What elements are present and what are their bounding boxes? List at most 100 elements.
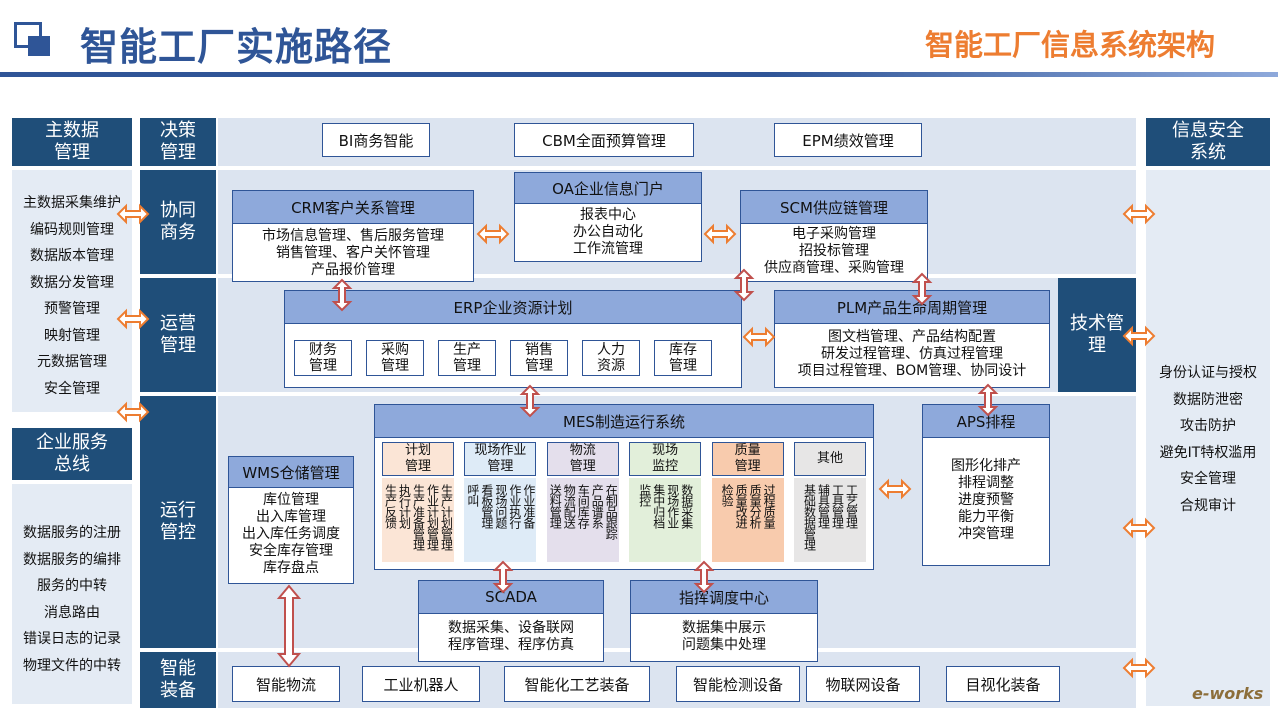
erp-modules: 财务 管理采购 管理生产 管理销售 管理人力 资源库存 管理 <box>294 340 734 376</box>
mes-module-item: 车间库存 <box>576 484 591 528</box>
arrow-plm-aps <box>979 384 997 416</box>
mes-module-body: 在制品跟踪产品谱系车间库存物流配送送料管理 <box>546 478 619 562</box>
erp-module: 财务 管理 <box>294 340 352 376</box>
plm-title: PLM产品生命周期管理 <box>774 290 1050 324</box>
tech-mgmt: 技术管 理 <box>1058 278 1136 392</box>
esb-list: 数据服务的注册 数据服务的编排 服务的中转 消息路由 错误日志的记录 物理文件的… <box>23 525 121 674</box>
logo-icon <box>14 22 54 58</box>
scada-body: 数据采集、设备联网 程序管理、程序仿真 <box>448 620 574 653</box>
mes-module-item: 作业计划管理 <box>425 484 440 550</box>
mes-module-body: 数据采集现场作业集中归档监控 <box>629 478 702 562</box>
mes-module-body: 生产计划管理作业计划管理生产准备管理执行计划生产反馈 <box>382 478 454 562</box>
erp-module: 销售 管理 <box>510 340 568 376</box>
arrow-right-collab <box>1123 205 1155 223</box>
mes-modules: 计划 管理生产计划管理作业计划管理生产准备管理执行计划生产反馈现场作业 管理作业… <box>382 442 866 564</box>
arrow-mes-scada <box>494 561 512 593</box>
equip-inspection: 智能检测设备 <box>676 666 800 702</box>
aps-body: 图形化排产 排程调整 进度预警 能力平衡 冲突管理 <box>951 458 1021 542</box>
mes-module-item: 生产计划管理 <box>439 484 454 550</box>
master-data-list: 主数据采集维护 编码规则管理 数据版本管理 数据分发管理 预警管理 映射管理 元… <box>23 195 121 397</box>
plm-box: PLM产品生命周期管理 图文档管理、产品结构配置 研发过程管理、仿真过程管理 项… <box>774 290 1050 388</box>
crm-body: 市场信息管理、售后服务管理 销售管理、客户关怀管理 产品报价管理 <box>262 228 444 278</box>
arrow-left-collab <box>117 205 149 223</box>
arrow-right-run <box>1123 519 1155 537</box>
arrow-left-run <box>117 403 149 421</box>
esb-panel: 数据服务的注册 数据服务的编排 服务的中转 消息路由 错误日志的记录 物理文件的… <box>12 484 132 704</box>
header-divider <box>0 72 1278 77</box>
master-data-title: 主数据 管理 <box>12 118 132 166</box>
arrow-crm-oa <box>477 225 509 243</box>
mes-module-title: 计划 管理 <box>382 442 454 476</box>
security-title: 信息安全 系统 <box>1146 118 1270 166</box>
mes-box: MES制造运行系统 <box>374 404 874 570</box>
arrow-mes-aps <box>879 480 911 498</box>
erp-module: 生产 管理 <box>438 340 496 376</box>
cbm-box: CBM全面预算管理 <box>514 123 694 157</box>
mes-module-item: 物流配送 <box>562 484 577 528</box>
plm-body: 图文档管理、产品结构配置 研发过程管理、仿真过程管理 项目过程管理、BOM管理、… <box>797 329 1027 379</box>
mes-module-item: 数据采集 <box>679 484 694 528</box>
mes-module-item: 集中归档 <box>651 484 666 528</box>
row-label-run: 运行 管控 <box>140 396 216 648</box>
row-label-ops: 运营 管理 <box>140 278 216 392</box>
row-label-collab: 协同 商务 <box>140 170 216 274</box>
arrow-scm-plm <box>913 273 931 305</box>
row-label-decision: 决策 管理 <box>140 118 216 166</box>
wms-body: 库位管理 出入库管理 出入库任务调度 安全库存管理 库存盘点 <box>242 492 340 576</box>
mes-module-title: 现场作业 管理 <box>464 442 537 476</box>
mes-module-item: 基础数据管理 <box>802 484 817 550</box>
mes-module-item: 现场作业 <box>665 484 680 528</box>
wms-box: WMS仓储管理 库位管理 出入库管理 出入库任务调度 安全库存管理 库存盘点 <box>228 456 354 584</box>
scm-body: 电子采购管理 招投标管理 供应商管理、采购管理 <box>764 226 904 276</box>
arrow-erp-mes <box>521 385 539 417</box>
esb-title: 企业服务 总线 <box>12 428 132 480</box>
security-panel: 身份认证与授权 数据防泄密 攻击防护 避免IT特权滥用 安全管理 合规审计 <box>1146 170 1270 706</box>
equip-robot: 工业机器人 <box>362 666 480 702</box>
bi-box: BI商务智能 <box>322 123 430 157</box>
mes-title: MES制造运行系统 <box>374 404 874 438</box>
mes-module-item: 执行计划 <box>397 484 412 528</box>
mes-module-body: 工艺管理工具管理辅具管理基础数据管理 <box>794 478 866 562</box>
mes-module-item: 质量分析 <box>748 484 763 528</box>
mes-module-item: 作业准备 <box>521 484 536 528</box>
equip-visual: 目视化装备 <box>946 666 1060 702</box>
mes-module-body: 过程质量质量分析质量改进检验 <box>711 478 784 562</box>
mes-module-item: 现场问题 <box>493 484 508 528</box>
row-label-equip: 智能 装备 <box>140 652 216 708</box>
crm-box: CRM客户关系管理 市场信息管理、售后服务管理 销售管理、客户关怀管理 产品报价… <box>232 190 474 282</box>
mes-module-title: 质量 管理 <box>711 442 784 476</box>
equip-process: 智能化工艺装备 <box>504 666 650 702</box>
arrow-wms-logistics <box>276 584 302 668</box>
mes-module-title: 现场 监控 <box>629 442 702 476</box>
mes-module-item: 工艺管理 <box>844 484 859 528</box>
dispatch-body: 数据集中展示 问题集中处理 <box>682 620 766 653</box>
arrow-left-ops <box>117 310 149 328</box>
erp-module: 人力 资源 <box>582 340 640 376</box>
scm-box: SCM供应链管理 电子采购管理 招投标管理 供应商管理、采购管理 <box>740 190 928 282</box>
oa-body: 报表中心 办公自动化 工作流管理 <box>573 207 643 257</box>
mes-module-title: 物流 管理 <box>546 442 619 476</box>
mes-module-item: 送料管理 <box>548 484 563 528</box>
page-subtitle: 智能工厂信息系统架构 <box>925 28 1216 62</box>
aps-box: APS排程 图形化排产 排程调整 进度预警 能力平衡 冲突管理 <box>922 404 1050 566</box>
arrow-scm-erp <box>735 269 753 301</box>
scada-box: SCADA 数据采集、设备联网 程序管理、程序仿真 <box>418 580 604 662</box>
erp-module: 库存 管理 <box>654 340 712 376</box>
arrow-right-ops <box>1123 327 1155 345</box>
mes-module-item: 在制品跟踪 <box>604 484 619 539</box>
mes-module-body: 作业准备作业执行现场问题看板管理呼叫 <box>464 478 537 562</box>
arrow-erp-plm <box>743 328 775 346</box>
arrow-right-equip <box>1123 659 1155 677</box>
equip-logistics: 智能物流 <box>232 666 340 702</box>
erp-title: ERP企业资源计划 <box>284 290 742 324</box>
mes-module-item: 作业执行 <box>507 484 522 528</box>
mes-module-item: 生产准备管理 <box>411 484 426 550</box>
mes-module-title: 其他 <box>794 442 866 476</box>
scm-title: SCM供应链管理 <box>740 190 928 224</box>
mes-module-item: 检验 <box>720 484 735 506</box>
security-list: 身份认证与授权 数据防泄密 攻击防护 避免IT特权滥用 安全管理 合规审计 <box>1159 365 1257 514</box>
mes-module-item: 工具管理 <box>830 484 845 528</box>
oa-title: OA企业信息门户 <box>514 172 702 204</box>
dispatch-box: 指挥调度中心 数据集中展示 问题集中处理 <box>630 580 818 662</box>
